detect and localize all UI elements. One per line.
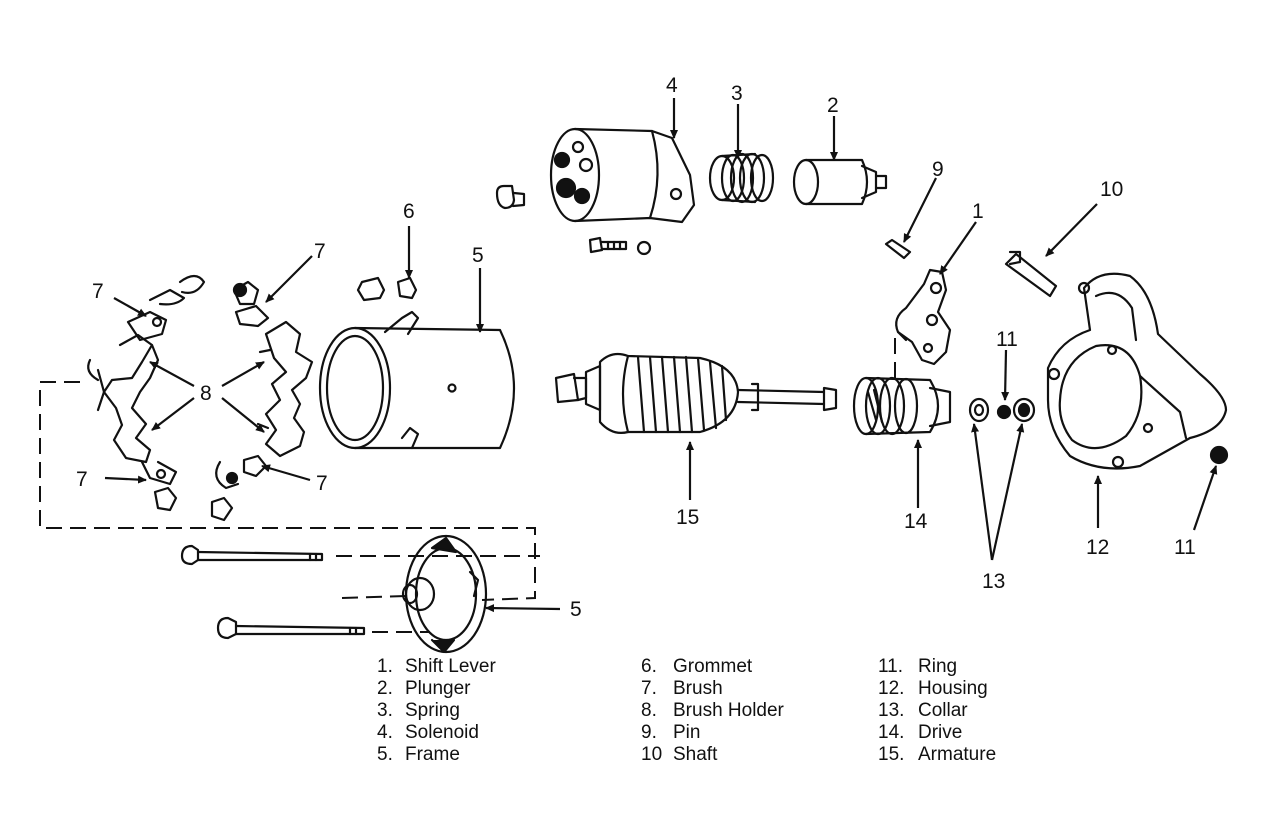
callout-1: 1 <box>972 200 984 223</box>
legend-item: 14.Drive <box>878 722 963 743</box>
callout-11-ring: 11 <box>996 328 1018 351</box>
shift-lever-part <box>895 268 952 366</box>
callout-12: 12 <box>1086 536 1109 559</box>
legend-item: 2.Plunger <box>377 678 471 699</box>
callout-7-top-left: 7 <box>92 280 104 303</box>
legend-item: 7.Brush <box>641 678 723 699</box>
drive-part <box>852 376 952 436</box>
callout-6: 6 <box>403 200 415 223</box>
callout-13: 13 <box>982 570 1005 593</box>
plunger-part <box>792 158 888 206</box>
pin-part <box>884 238 912 260</box>
callout-5-frame: 5 <box>472 244 484 267</box>
callout-3: 3 <box>731 82 743 105</box>
legend-column-2: 6.Grommet 7.Brush 8.Brush Holder 9.Pin 1… <box>641 656 784 766</box>
legend-column-3: 11.Ring 12.Housing 13.Collar 14.Drive 15… <box>878 656 996 766</box>
ring-collar-parts <box>968 397 1229 465</box>
legend-item: 11.Ring <box>878 656 958 677</box>
legend-item: 9.Pin <box>641 722 701 743</box>
callout-15: 15 <box>676 506 699 529</box>
legend-item: 3.Spring <box>377 700 460 721</box>
callout-10: 10 <box>1100 178 1123 201</box>
callout-5-plate: 5 <box>570 598 582 621</box>
callout-4: 4 <box>666 74 678 97</box>
legend-column-1: 1.Shift Lever 2.Plunger 3.Spring 4.Solen… <box>377 656 496 766</box>
through-bolt-parts <box>180 544 366 640</box>
legend-item: 1.Shift Lever <box>377 656 496 677</box>
callout-7-bottom-left: 7 <box>76 468 88 491</box>
callout-11-housing: 11 <box>1174 536 1196 559</box>
brush-holder-left <box>87 274 206 512</box>
spring-part <box>708 152 775 204</box>
legend-item: 13.Collar <box>878 700 968 721</box>
callout-9: 9 <box>932 158 944 181</box>
legend-item: 12.Housing <box>878 678 988 699</box>
leader-arrows <box>104 98 1218 613</box>
legend-item: 15.Armature <box>878 744 997 765</box>
callout-7-bottom-right: 7 <box>316 472 328 495</box>
legend-item: 8.Brush Holder <box>641 700 784 721</box>
solenoid-part <box>495 127 696 256</box>
shaft-part <box>1004 250 1058 298</box>
callout-14: 14 <box>904 510 928 533</box>
legend-item: 6.Grommet <box>641 656 753 677</box>
legend-item: 4.Solenoid <box>377 722 479 743</box>
housing-part <box>1046 272 1228 470</box>
assembly-lines <box>39 338 896 633</box>
grommet-part <box>356 276 418 302</box>
armature-part <box>554 352 838 434</box>
callout-8: 8 <box>200 382 212 405</box>
legend-item: 5.Frame <box>377 744 460 765</box>
frame-part <box>318 310 516 450</box>
end-plate-part <box>401 534 488 654</box>
callout-2: 2 <box>827 94 839 117</box>
callout-7-top-right: 7 <box>314 240 326 263</box>
